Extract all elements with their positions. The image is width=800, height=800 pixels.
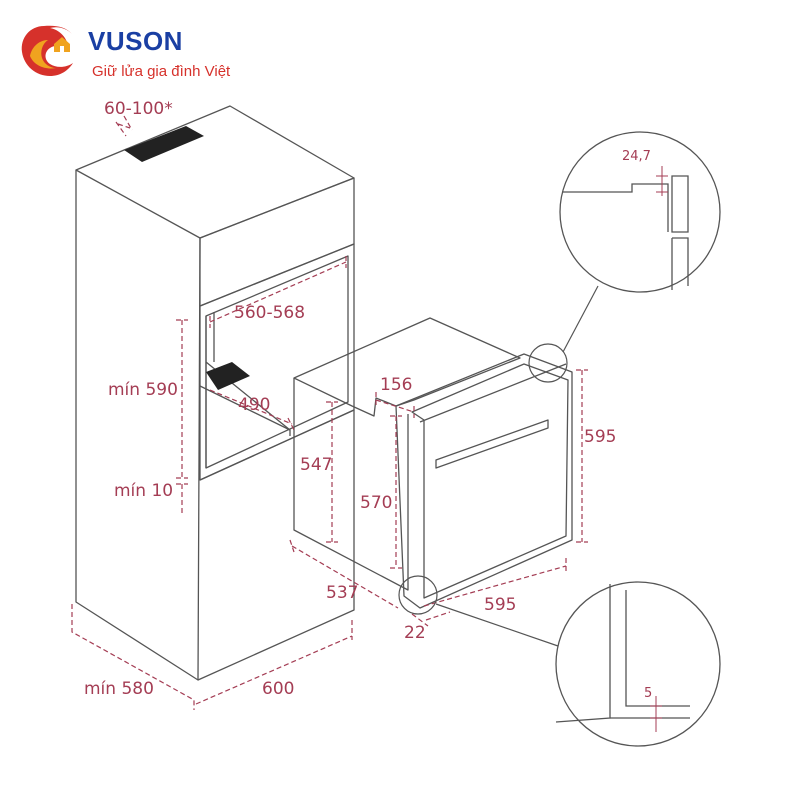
oven-front-panel [411,363,569,599]
niche-floor-line [199,385,291,436]
label-niche-depth: 490 [238,395,270,415]
detail-zoom-top [559,131,721,293]
label-oven-body-height: 547 [300,455,332,475]
top-vent-opening [124,126,204,162]
brand-logo: VUSON Giữ lửa gia đình Việt [21,25,231,80]
cabinet-niche [199,243,355,481]
cabinet-top [75,105,355,239]
detail-marker-bottom [398,575,438,615]
label-oven-width: 595 [484,595,516,615]
brand-tagline: Giữ lửa gia đình Việt [92,63,231,80]
label-gap-below: mín 10 [114,481,173,501]
detail-markers [398,285,599,647]
cabinet [75,105,355,681]
label-niche-width: 560-568 [234,303,305,323]
leader-bottom [435,603,559,647]
label-cabinet-depth: mín 580 [84,679,154,699]
niche-inner-frame [205,255,349,469]
oven-door [419,363,567,423]
detail-zoom-bottom [555,581,721,747]
dimension-labels: 60-100* 560-568 mín 590 490 mín 10 mín 5… [84,99,652,701]
oven-front-frame [395,353,573,609]
leader-top [562,285,599,353]
label-niche-height: mín 590 [108,380,178,400]
oven [293,317,573,609]
label-oven-depth: 537 [326,583,358,603]
detail-marker-top [528,343,568,383]
oven-door-handle [435,419,549,469]
label-oven-top-depth: 156 [380,375,412,395]
label-detail-bottom: 5 [644,686,652,701]
brand-name: VUSON [88,26,183,56]
label-detail-top: 24,7 [622,149,651,164]
label-cabinet-width: 600 [262,679,294,699]
niche-vent-opening [206,362,250,390]
oven-body-side [293,378,409,591]
label-oven-height: 595 [584,427,616,447]
dimension-lines [71,115,588,710]
house-flame-logo-icon [21,25,73,76]
label-front-offset: 22 [404,623,426,643]
label-oven-front-height: 570 [360,493,392,513]
cabinet-left-side [75,170,201,681]
label-top-vent: 60-100* [104,99,173,119]
